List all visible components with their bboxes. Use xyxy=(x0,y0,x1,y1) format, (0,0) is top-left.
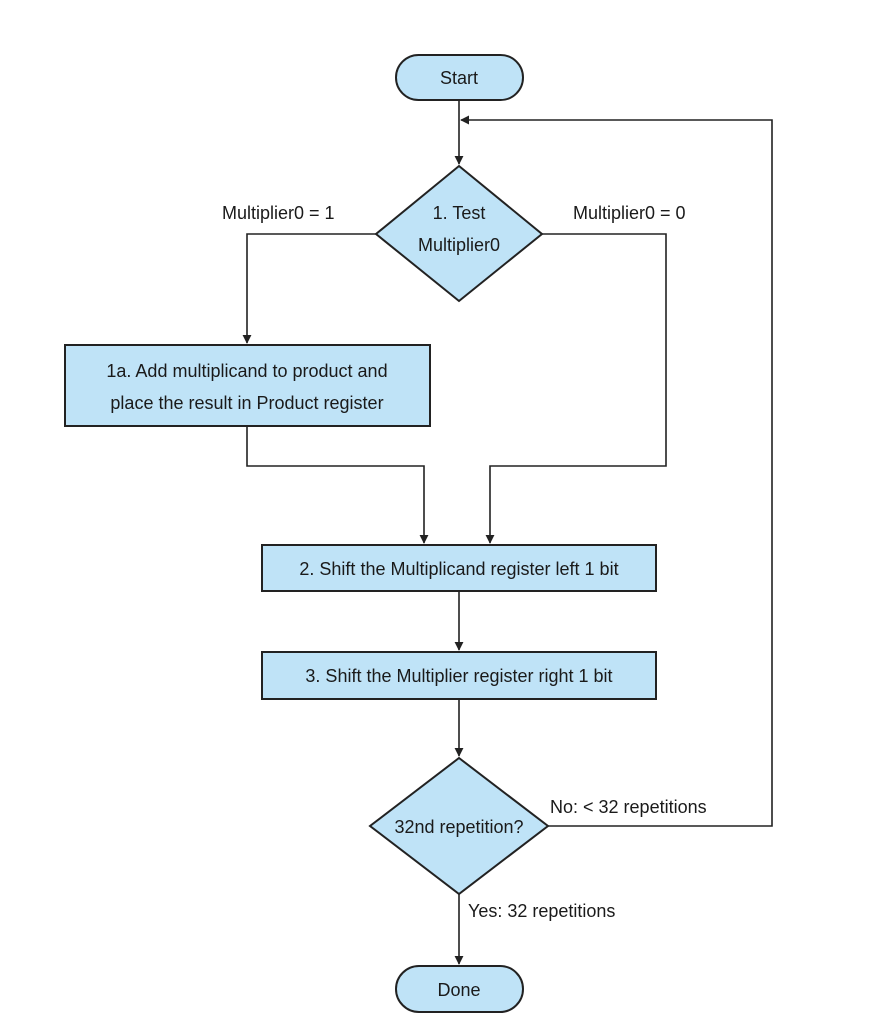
shift-multiplicand-process: 2. Shift the Multiplicand register left … xyxy=(261,544,657,592)
test-label-line1: 1. Test xyxy=(433,203,486,223)
start-node: Start xyxy=(395,54,524,101)
edge-label-multiplier-zero: Multiplier0 = 0 xyxy=(573,203,686,223)
edge-test-to-shift-multiplicand xyxy=(485,233,667,544)
repetition-decision: 32nd repetition? xyxy=(368,756,550,896)
edge-add-to-shift-multiplicand xyxy=(246,427,429,544)
start-label: Start xyxy=(440,68,478,88)
edge-loop-back xyxy=(460,115,773,827)
shift-multiplier-label: 3. Shift the Multiplier register right 1… xyxy=(305,666,612,686)
repetition-label: 32nd repetition? xyxy=(394,817,523,837)
shift-multiplicand-label: 2. Shift the Multiplicand register left … xyxy=(299,559,618,579)
edges xyxy=(242,100,773,965)
edge-label-multiplier-one: Multiplier0 = 1 xyxy=(222,203,335,223)
edge-test-to-add xyxy=(242,233,376,344)
edge-label-yes-done: Yes: 32 repetitions xyxy=(468,901,615,921)
shift-multiplier-process: 3. Shift the Multiplier register right 1… xyxy=(261,651,657,700)
add-process: 1a. Add multiplicand to product and plac… xyxy=(64,344,431,427)
add-label-line2: place the result in Product register xyxy=(110,393,383,413)
test-label-line2: Multiplier0 xyxy=(418,235,500,255)
add-label-line1: 1a. Add multiplicand to product and xyxy=(106,361,387,381)
done-label: Done xyxy=(437,980,480,1000)
done-node: Done xyxy=(395,965,524,1013)
edge-label-no-more: No: < 32 repetitions xyxy=(550,797,707,817)
test-decision: 1. Test Multiplier0 xyxy=(374,164,544,303)
